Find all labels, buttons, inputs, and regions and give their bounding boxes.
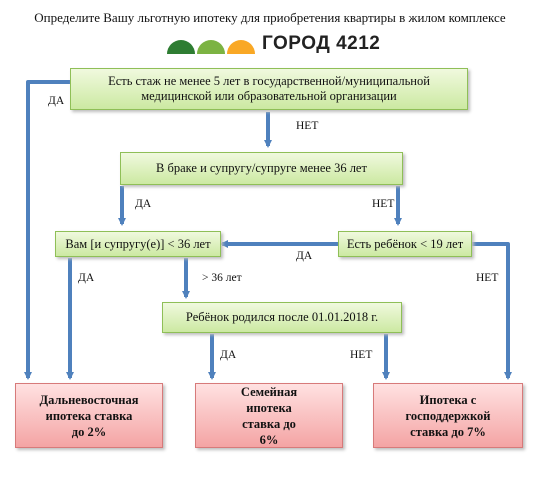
label-age-over: > 36 лет xyxy=(202,272,242,284)
label-age-yes: ДА xyxy=(78,272,95,284)
logo-text: ГОРОД 4212 xyxy=(262,33,381,54)
label-child19-yes: ДА xyxy=(296,250,313,262)
label-married-no: НЕТ xyxy=(372,198,395,210)
decision-experience: Есть стаж не менее 5 лет в государственн… xyxy=(70,68,468,110)
logo-hills-icon xyxy=(167,40,255,54)
decision-age: Вам [и супругу(е)] < 36 лет xyxy=(55,231,221,257)
label-child2018-yes: ДА xyxy=(220,349,237,361)
brand-logo: ГОРОД 4212 xyxy=(166,32,380,56)
arrow-exp-yes xyxy=(24,80,70,380)
label-exp-yes: ДА xyxy=(48,95,65,107)
decision-child19: Есть ребёнок < 19 лет xyxy=(338,231,472,257)
result-family: Семейная ипотека ставка до 6% xyxy=(195,383,343,448)
label-married-yes: ДА xyxy=(135,198,152,210)
arrow-child19-no xyxy=(472,242,512,380)
result-far-east: Дальневосточная ипотека ставка до 2% xyxy=(15,383,163,448)
decision-married: В браке и супругу/супруге менее 36 лет xyxy=(120,152,403,185)
page-title: Определите Вашу льготную ипотеку для при… xyxy=(34,10,506,25)
label-child2018-no: НЕТ xyxy=(350,349,373,361)
label-child19-no: НЕТ xyxy=(476,272,499,284)
decision-child2018: Ребёнок родился после 01.01.2018 г. xyxy=(162,302,402,333)
label-exp-no: НЕТ xyxy=(296,120,319,132)
result-state: Ипотека с господдержкой ставка до 7% xyxy=(373,383,523,448)
